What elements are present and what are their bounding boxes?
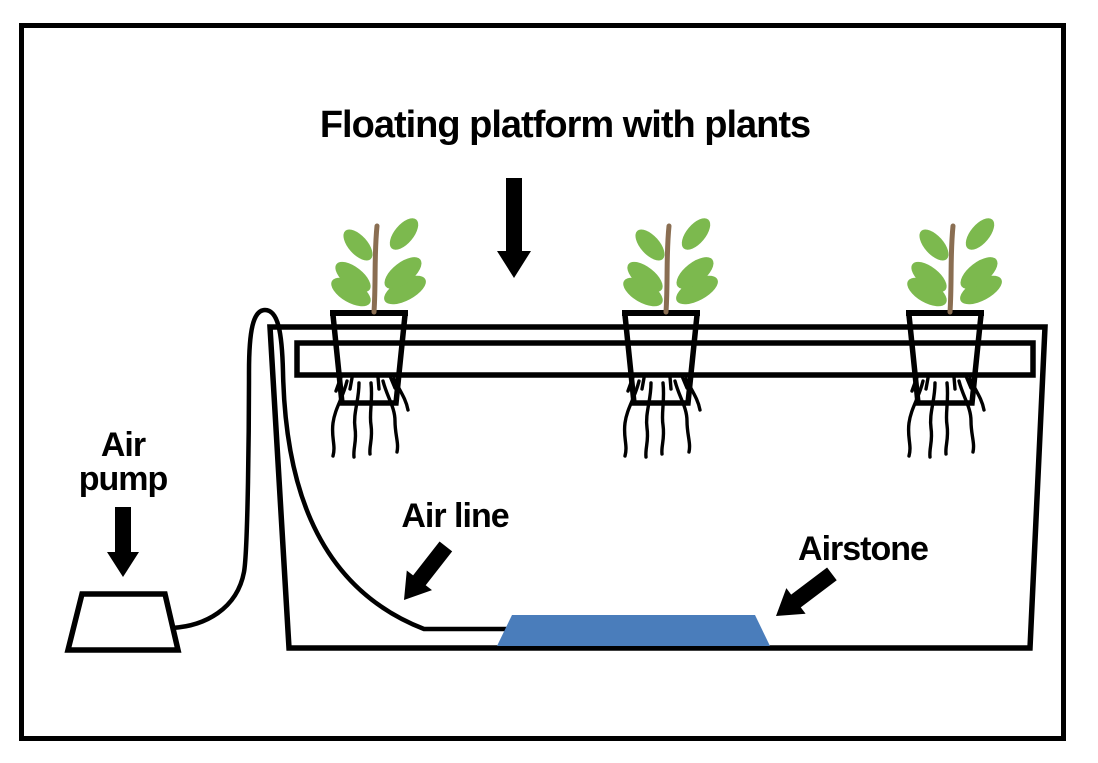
leaf bbox=[623, 277, 663, 307]
leaf bbox=[389, 218, 419, 250]
tank bbox=[267, 324, 1048, 651]
airstone-label: Airstone bbox=[798, 530, 929, 568]
air-line-label: Air line bbox=[401, 497, 509, 535]
leaf bbox=[676, 275, 718, 305]
leaf bbox=[919, 229, 949, 261]
air-line-tube bbox=[169, 307, 511, 632]
pot-body bbox=[622, 314, 700, 406]
plant-3 bbox=[907, 218, 1002, 315]
airstone-arrow-icon bbox=[776, 567, 837, 616]
plant-2 bbox=[623, 218, 718, 315]
plant-roots bbox=[906, 374, 986, 459]
air-pump-arrow-icon bbox=[107, 507, 139, 577]
plant-stem bbox=[371, 223, 380, 315]
leaf bbox=[384, 257, 422, 289]
air-pump bbox=[64, 591, 182, 653]
plant-roots bbox=[622, 374, 702, 459]
airstone-shape bbox=[497, 615, 770, 646]
air-line-arrow-icon bbox=[404, 541, 453, 600]
platform-arrow-icon bbox=[497, 178, 531, 278]
plant-stem bbox=[947, 223, 956, 315]
floating-platform bbox=[294, 340, 1036, 378]
plant-roots bbox=[330, 374, 410, 459]
tank-outline bbox=[267, 324, 1048, 651]
pot-body bbox=[330, 314, 408, 406]
plant-1 bbox=[331, 218, 426, 315]
leaf bbox=[343, 229, 373, 261]
net-pot-2 bbox=[622, 310, 702, 459]
air-line bbox=[169, 307, 511, 632]
leaf bbox=[627, 261, 663, 293]
platform-board bbox=[294, 340, 1036, 378]
air-pump-label: Air pump bbox=[78, 426, 169, 498]
leaf bbox=[335, 261, 371, 293]
leaf bbox=[907, 277, 947, 307]
leaf bbox=[681, 218, 711, 250]
leaf bbox=[384, 275, 426, 305]
net-pot-1 bbox=[330, 310, 410, 459]
leaf bbox=[676, 257, 714, 289]
diagram-title: Floating platform with plants bbox=[319, 104, 811, 146]
net-pot-3 bbox=[906, 310, 986, 459]
pot-body bbox=[906, 314, 984, 406]
airstone bbox=[497, 615, 770, 646]
leaf bbox=[911, 261, 947, 293]
leaf bbox=[960, 275, 1002, 305]
leaf bbox=[331, 277, 371, 307]
leaf bbox=[635, 229, 665, 261]
leaf bbox=[960, 257, 998, 289]
plant-stem bbox=[663, 223, 672, 315]
leaf bbox=[965, 218, 995, 250]
air-pump-body bbox=[64, 591, 182, 653]
